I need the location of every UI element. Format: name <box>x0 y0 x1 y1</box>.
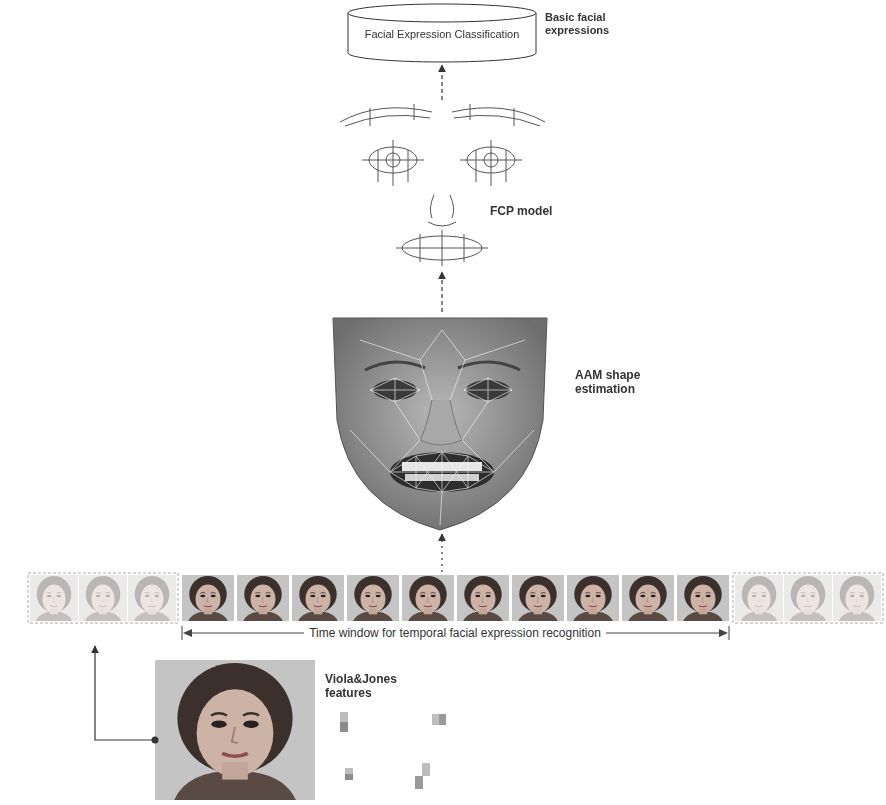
aam-face <box>333 318 547 530</box>
input-photo <box>155 660 315 800</box>
fcp-drawing <box>340 104 545 266</box>
frame-sequence: Time window for temporal facial expressi… <box>0 572 886 646</box>
flow-arrow <box>441 534 442 572</box>
flow-arrow <box>441 272 442 312</box>
time-window-label: Time window for temporal facial expressi… <box>304 626 606 640</box>
stage-caption: FCP model <box>490 204 574 218</box>
stage-caption: Viola&Jones features <box>325 672 429 701</box>
start-dot <box>152 737 159 744</box>
fcp-model-stage: FCP model <box>330 100 575 270</box>
classification-cylinder: Facial Expression ClassificationBasic fa… <box>347 3 537 63</box>
aam-stage: AAM shape estimation <box>330 312 660 532</box>
node-label: Facial Expression Classification <box>352 28 532 41</box>
frame-strip <box>28 573 883 623</box>
flow-arrow <box>95 646 155 740</box>
viola-jones-stage: Viola&Jones features <box>155 660 445 800</box>
stage-caption: Basic facial expressions <box>545 11 620 37</box>
stage-caption: AAM shape estimation <box>575 368 659 397</box>
haar-features <box>340 712 446 789</box>
time-window-bracket <box>182 626 729 640</box>
flow-arrow <box>441 65 442 100</box>
